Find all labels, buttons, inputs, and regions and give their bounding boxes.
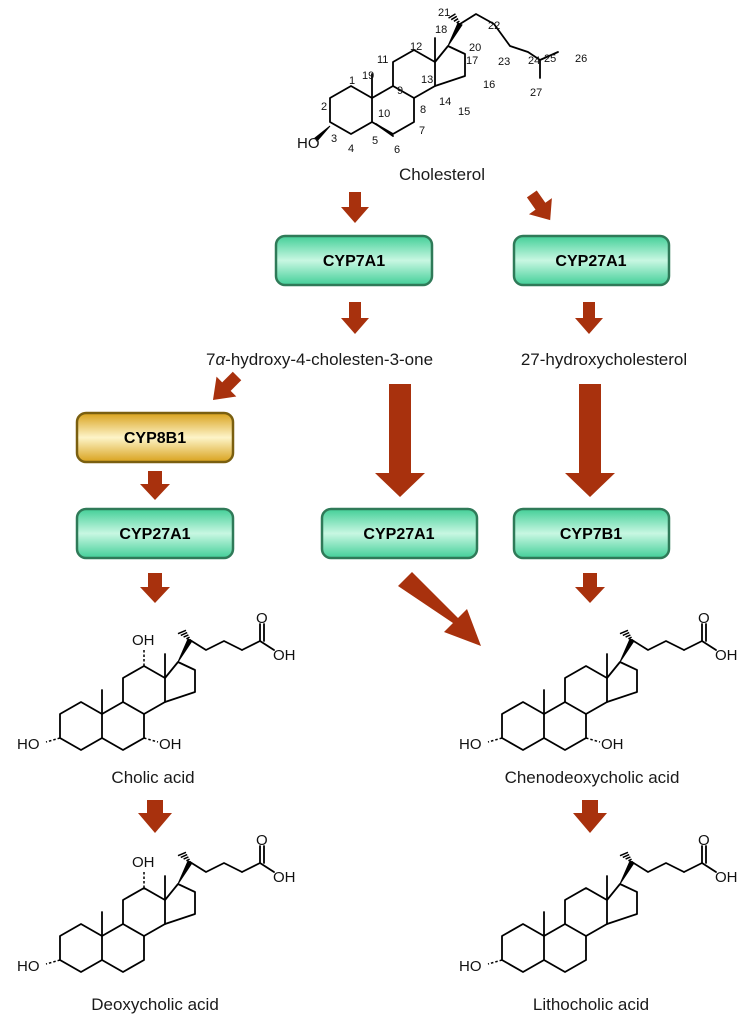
hydroxyl-label: OH	[132, 632, 155, 649]
arrow-cyp7b1-to-chenodeoxycholic	[575, 573, 605, 603]
enzyme-cyp27a1-middle: CYP27A1	[320, 507, 479, 560]
carbon-number: 24	[528, 55, 540, 67]
lithocholic-acid-label: Lithocholic acid	[533, 995, 649, 1014]
enzyme-cyp7a1: CYP7A1	[274, 234, 434, 287]
cholesterol-structure: HO 1 2 3 4 5 6 7 8 9 10 11 12 13 14 15 1…	[297, 7, 587, 156]
carbon-number: 19	[362, 70, 374, 82]
carbon-number: 18	[435, 24, 447, 36]
enzyme-cyp8b1: CYP8B1	[75, 411, 235, 464]
carbon-number: 16	[483, 79, 495, 91]
enzyme-label: CYP27A1	[555, 253, 626, 270]
chenodeoxycholic-acid-structure: HO OH O OH	[459, 610, 738, 753]
label-rest: -hydroxy-4-cholesten-3-one	[225, 350, 433, 369]
carbon-number: 6	[394, 144, 400, 156]
cholesterol-carbon-numbers: 1 2 3 4 5 6 7 8 9 10 11 12 13 14 15 16 1…	[321, 7, 587, 156]
carbon-number: 13	[421, 74, 433, 86]
carbon-number: 20	[469, 42, 481, 54]
pathway-arrows	[138, 190, 615, 833]
carbon-number: 14	[439, 96, 451, 108]
intermediate-7alpha-hydroxy-label: 7α-hydroxy-4-cholesten-3-one	[206, 350, 433, 369]
intermediate-27-hydroxycholesterol-label: 27-hydroxycholesterol	[521, 350, 687, 369]
carbon-number: 27	[530, 87, 542, 99]
carbon-number: 12	[410, 41, 422, 53]
enzyme-label: CYP8B1	[124, 430, 186, 447]
carbon-number: 23	[498, 56, 510, 68]
carbon-number: 4	[348, 143, 354, 155]
acid-hydroxyl-label: OH	[715, 647, 738, 664]
label-prefix: 7	[206, 350, 215, 369]
carbon-number: 9	[397, 85, 403, 97]
carbonyl-oxygen-label: O	[698, 832, 710, 849]
hydroxyl-label: HO	[459, 736, 482, 753]
hydroxyl-label: HO	[17, 958, 40, 975]
hydroxyl-label: OH	[132, 854, 155, 871]
carbon-number: 11	[377, 54, 388, 66]
cholesterol-label: Cholesterol	[399, 165, 485, 184]
deoxycholic-acid-structure: HO OH O OH	[17, 832, 296, 975]
hydroxyl-label: OH	[601, 736, 624, 753]
arrow-cyp7a1-to-intermediate	[341, 302, 369, 334]
carbon-number: 25	[544, 53, 556, 65]
carbonyl-oxygen-label: O	[698, 610, 710, 627]
carbon-number: 3	[331, 133, 337, 145]
arrow-cholesterol-to-cyp7a1	[341, 192, 369, 223]
carbon-number: 5	[372, 135, 378, 147]
arrow-intermediate-to-cyp27a1-middle	[375, 384, 425, 497]
arrow-cholic-to-deoxycholic	[138, 800, 172, 833]
carbon-number: 2	[321, 101, 327, 113]
carbon-number: 7	[419, 125, 425, 137]
arrow-cyp8b1-to-cyp27a1	[140, 471, 170, 500]
carbon-number: 26	[575, 53, 587, 65]
carbon-number: 15	[458, 106, 470, 118]
cholic-acid-structure: HO OH OH O OH	[17, 610, 296, 753]
acid-hydroxyl-label: OH	[273, 647, 296, 664]
enzyme-label: CYP27A1	[363, 526, 434, 543]
hydroxyl-label: HO	[17, 736, 40, 753]
label-alpha: α	[215, 350, 226, 369]
enzyme-label: CYP27A1	[119, 526, 190, 543]
enzyme-cyp27a1-top: CYP27A1	[512, 234, 671, 287]
carbonyl-oxygen-label: O	[256, 832, 268, 849]
carbon-number: 21	[438, 7, 450, 19]
enzyme-label: CYP7A1	[323, 253, 385, 270]
arrow-cyp27a1-to-hydroxycholesterol	[575, 302, 603, 334]
acid-hydroxyl-label: OH	[273, 869, 296, 886]
hydroxyl-label: HO	[459, 958, 482, 975]
cholesterol-hydroxyl-label: HO	[297, 135, 320, 152]
carbon-number: 8	[420, 104, 426, 116]
enzyme-cyp7b1: CYP7B1	[512, 507, 671, 560]
enzyme-label: CYP7B1	[560, 526, 622, 543]
lithocholic-acid-structure: HO O OH	[459, 832, 738, 975]
arrow-intermediate-to-cyp8b1	[212, 371, 242, 401]
cholic-acid-label: Cholic acid	[111, 768, 194, 787]
carbon-number: 22	[488, 20, 500, 32]
enzyme-cyp27a1-left: CYP27A1	[75, 507, 235, 560]
carbon-number: 17	[466, 55, 478, 67]
chenodeoxycholic-acid-label: Chenodeoxycholic acid	[505, 768, 680, 787]
hydroxyl-label: OH	[159, 736, 182, 753]
deoxycholic-acid-label: Deoxycholic acid	[91, 995, 219, 1014]
arrow-hydroxycholesterol-to-cyp7b1	[565, 384, 615, 497]
arrow-chenodeoxycholic-to-lithocholic	[573, 800, 607, 833]
carbonyl-oxygen-label: O	[256, 610, 268, 627]
carbon-number: 10	[378, 108, 390, 120]
acid-hydroxyl-label: OH	[715, 869, 738, 886]
carbon-number: 1	[349, 75, 355, 87]
arrow-cholesterol-to-cyp27a1	[526, 190, 552, 221]
arrow-cyp27a1-to-cholic	[140, 573, 170, 603]
arrow-cyp27a1-to-chenodeoxycholic	[398, 572, 481, 646]
